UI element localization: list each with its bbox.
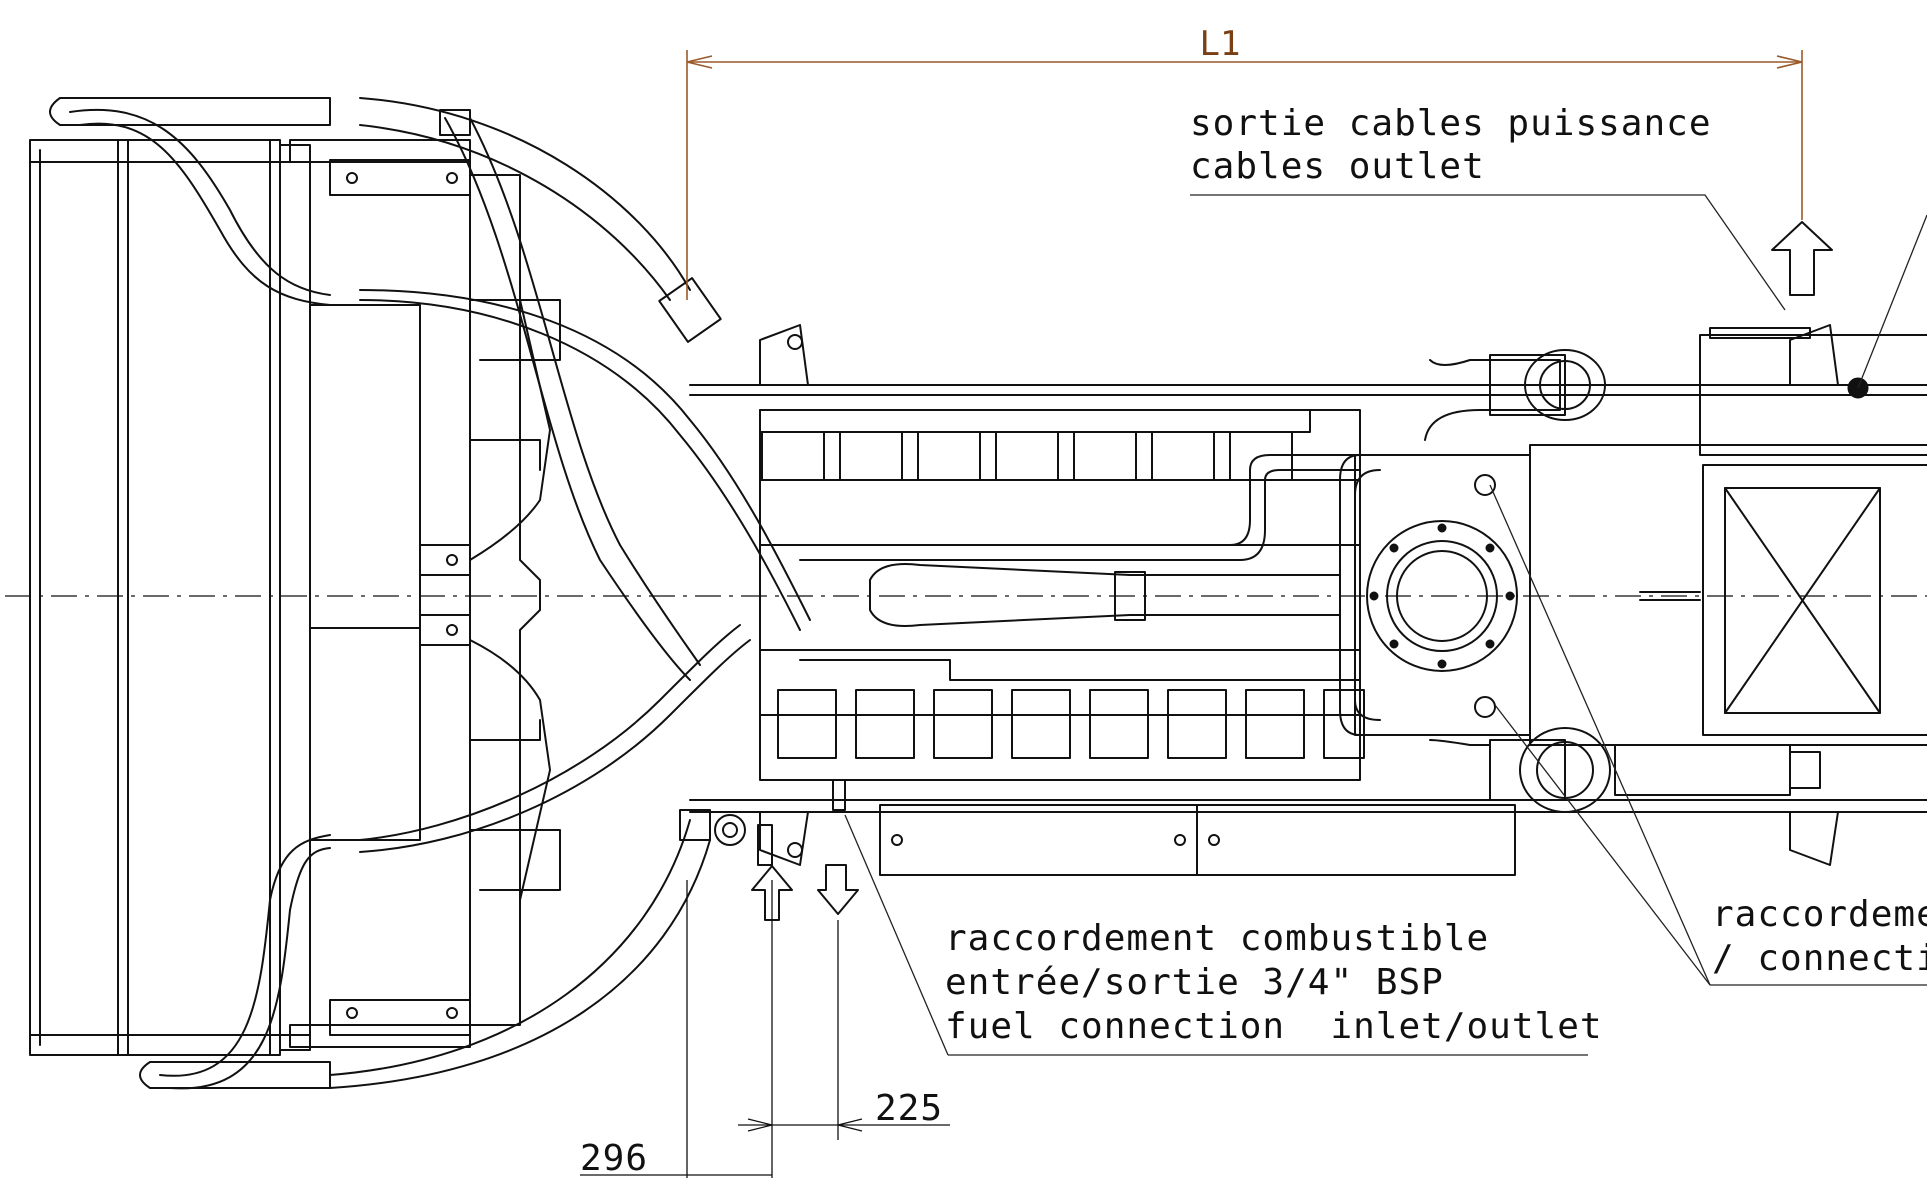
arrow-up-icon: [751, 865, 793, 921]
flywheel-housing: [1354, 454, 1531, 736]
alternator: [1529, 327, 1927, 796]
right-label-en: / connecti: [1712, 938, 1927, 979]
fuel-label-fr: raccordement combustible: [945, 918, 1489, 959]
dimension-offsets: 225 296: [580, 880, 950, 1178]
dimension-225-label: 225: [875, 1088, 943, 1129]
base-frame: [689, 324, 1927, 876]
fuel-label-spec: entrée/sortie 3/4" BSP: [945, 962, 1444, 1003]
fuel-ports: [714, 779, 846, 866]
cables-label-fr: sortie cables puissance: [1190, 103, 1712, 144]
leader-lines: [844, 194, 1927, 1056]
cables-label-en: cables outlet: [1190, 146, 1485, 187]
turbochargers: [1424, 349, 1611, 813]
radiator: [29, 97, 561, 1089]
coolant-hoses: [69, 97, 811, 1090]
right-label-fr: raccordeme: [1712, 894, 1927, 935]
cables-outlet-annotation: sortie cables puissance cables outlet: [1190, 103, 1712, 187]
arrow-down-icon: [817, 864, 859, 915]
fuel-connection-annotation: raccordement combustible entrée/sortie 3…: [945, 918, 1603, 1047]
dimension-l1-label: L1: [1200, 24, 1241, 64]
right-connection-annotation: raccordeme / connecti: [1712, 894, 1927, 979]
fuel-label-en: fuel connection inlet/outlet: [945, 1006, 1603, 1047]
arrow-up-icon: [1771, 221, 1833, 296]
engine-block: [759, 409, 1381, 781]
dimension-l1: L1: [686, 24, 1803, 300]
dimension-296-label: 296: [580, 1138, 648, 1178]
